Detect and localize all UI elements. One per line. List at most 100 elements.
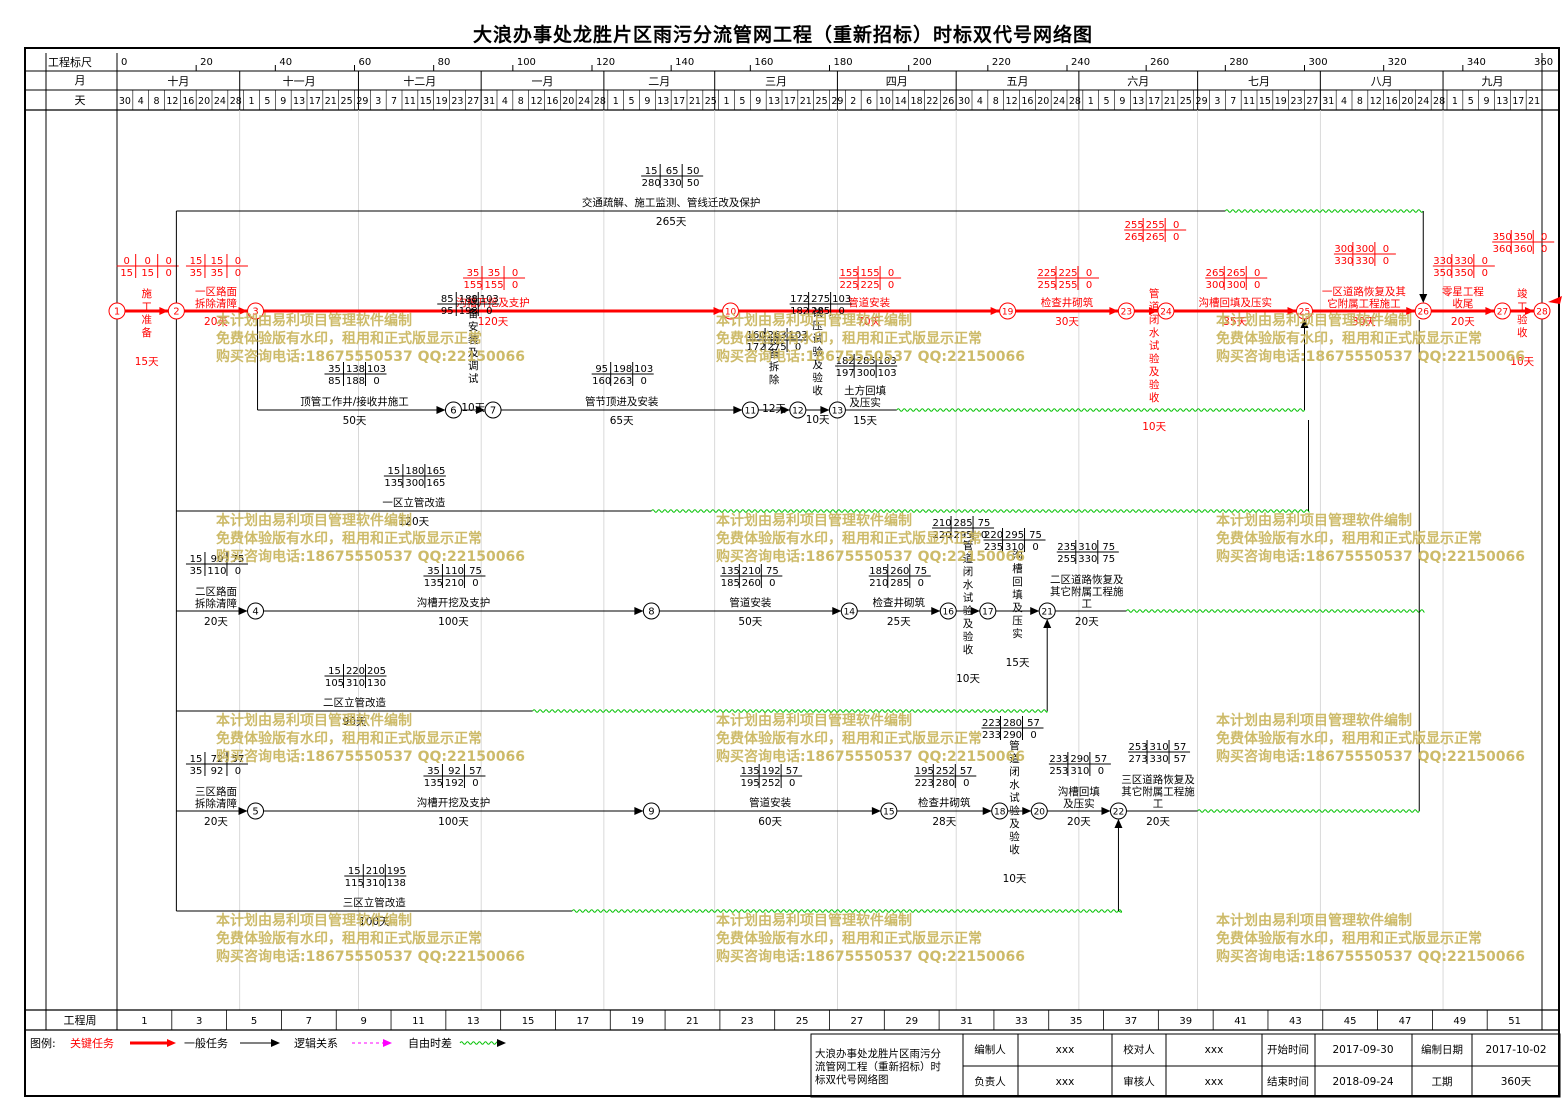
time-parameter: 188 bbox=[459, 294, 478, 305]
time-parameter: 330 bbox=[1334, 256, 1353, 267]
day-label: 1 bbox=[1088, 96, 1094, 107]
time-parameter: 0 bbox=[472, 578, 478, 589]
event-node-circle bbox=[999, 302, 1017, 320]
time-parameter: 210 bbox=[742, 566, 761, 577]
task-duration: 30天 bbox=[1352, 316, 1376, 328]
day-label: 27 bbox=[1306, 96, 1318, 107]
day-label: 6 bbox=[866, 96, 872, 107]
time-parameter: 233 bbox=[1049, 754, 1068, 765]
critical-task-arrow-head bbox=[1406, 307, 1416, 315]
event-node-number: 18 bbox=[994, 808, 1006, 818]
day-label: 28 bbox=[1433, 96, 1445, 107]
task-name-char: 验 bbox=[963, 604, 974, 617]
time-parameter: 115 bbox=[345, 878, 364, 889]
time-parameter: 0 bbox=[235, 256, 241, 267]
time-parameter: 0 bbox=[1482, 256, 1488, 267]
event-node-number: 6 bbox=[450, 406, 456, 417]
task-name-char: 槽 bbox=[1012, 563, 1023, 575]
task-name: 工 bbox=[1082, 598, 1093, 610]
time-parameter: 75 bbox=[766, 566, 779, 577]
task-arrow-head bbox=[1022, 807, 1032, 815]
legend-normal-arrow bbox=[271, 1039, 280, 1047]
day-label: 9 bbox=[1484, 96, 1490, 107]
month-label: 十月 bbox=[167, 74, 189, 88]
time-parameter: 225 bbox=[1037, 268, 1056, 279]
watermark-line: 购买咨询电话:18675550537 QQ:22150066 bbox=[1216, 749, 1525, 765]
event-node-number: 25 bbox=[1299, 308, 1310, 318]
time-parameter: 15 bbox=[120, 268, 133, 279]
task-name-char: 试 bbox=[468, 373, 479, 385]
task-name: 二区立管改造 bbox=[323, 696, 386, 709]
time-parameter: 15 bbox=[190, 754, 203, 765]
time-parameter: 75 bbox=[1102, 542, 1115, 553]
scale-tick-label: 280 bbox=[1229, 57, 1248, 68]
time-parameter: 235 bbox=[984, 542, 1003, 553]
event-node-number: 14 bbox=[844, 608, 856, 618]
task-duration: 20天 bbox=[1067, 816, 1091, 828]
time-parameter: 160 bbox=[747, 330, 766, 341]
time-parameter: 0 bbox=[512, 268, 518, 279]
time-parameter: 0 bbox=[795, 342, 801, 353]
info-compiler: xxx bbox=[1056, 1044, 1075, 1056]
event-node-circle bbox=[1533, 302, 1551, 320]
time-parameter: 195 bbox=[741, 778, 760, 789]
time-parameter: 90 bbox=[211, 554, 224, 565]
task-name: 三区路面 bbox=[195, 785, 237, 798]
time-parameter: 235 bbox=[1057, 542, 1076, 553]
task-duration: 120天 bbox=[478, 316, 509, 328]
time-parameter: 260 bbox=[890, 566, 909, 577]
event-node-number: 23 bbox=[1121, 308, 1132, 318]
event-node-circle bbox=[1109, 802, 1127, 820]
time-parameter: 57 bbox=[1174, 742, 1187, 753]
task-arrow-head bbox=[733, 406, 743, 414]
task-arrow-head bbox=[634, 607, 644, 615]
day-label: 27 bbox=[467, 96, 479, 107]
task-duration: 50天 bbox=[738, 616, 762, 628]
time-parameter: 0 bbox=[1383, 244, 1389, 255]
free-float-wave bbox=[650, 509, 1310, 513]
task-name-char: 管 bbox=[1149, 287, 1160, 300]
time-parameter: 280 bbox=[1003, 718, 1022, 729]
task-name-char: 设 bbox=[769, 335, 780, 347]
time-parameter: 350 bbox=[1493, 232, 1512, 243]
task-arrow-head bbox=[1030, 607, 1040, 615]
time-parameter: 330 bbox=[1355, 256, 1374, 267]
task-duration: 120天 bbox=[399, 516, 430, 528]
day-label: 4 bbox=[502, 96, 508, 107]
event-node-number: 16 bbox=[943, 608, 955, 618]
time-parameter: 225 bbox=[840, 280, 859, 291]
time-parameter: 330 bbox=[1078, 554, 1097, 565]
info-end: 2018-09-24 bbox=[1332, 1076, 1393, 1088]
watermark-line: 购买咨询电话:18675550537 QQ:22150066 bbox=[216, 749, 525, 765]
info-end-label: 结束时间 bbox=[1267, 1075, 1309, 1088]
event-node-circle bbox=[444, 401, 462, 419]
month-label: 六月 bbox=[1127, 75, 1149, 88]
task-name-char: 闭 bbox=[963, 565, 974, 578]
week-number: 27 bbox=[851, 1016, 864, 1027]
time-parameter: 300 bbox=[1355, 244, 1374, 255]
day-label: 21 bbox=[800, 96, 812, 107]
legend-critical-label: 关键任务 bbox=[70, 1036, 114, 1050]
task-name-char: 闭 bbox=[1009, 765, 1020, 778]
task-name-char: 竣 bbox=[1517, 287, 1528, 300]
day-label: 24 bbox=[214, 96, 226, 107]
task-name: 拆除清障 bbox=[195, 297, 237, 310]
scale-tick-label: 160 bbox=[754, 57, 773, 68]
task-name-char: 试 bbox=[812, 307, 823, 319]
watermark-text: 本计划由易利项目管理软件编制免费体验版有水印，租用和正式版显示正常购买咨询电话:… bbox=[216, 912, 525, 966]
time-parameter: 155 bbox=[840, 268, 859, 279]
event-node-circle bbox=[247, 602, 265, 620]
time-parameter: 15 bbox=[388, 466, 401, 477]
time-parameter: 15 bbox=[141, 268, 154, 279]
task-name-char: 调 bbox=[468, 360, 479, 372]
critical-task-arrow-head bbox=[1109, 307, 1119, 315]
task-name: 检查井砌筑 bbox=[918, 796, 971, 809]
event-node-number: 19 bbox=[1002, 308, 1014, 318]
month-label: 二月 bbox=[648, 75, 670, 88]
day-label: 17 bbox=[1148, 96, 1160, 107]
